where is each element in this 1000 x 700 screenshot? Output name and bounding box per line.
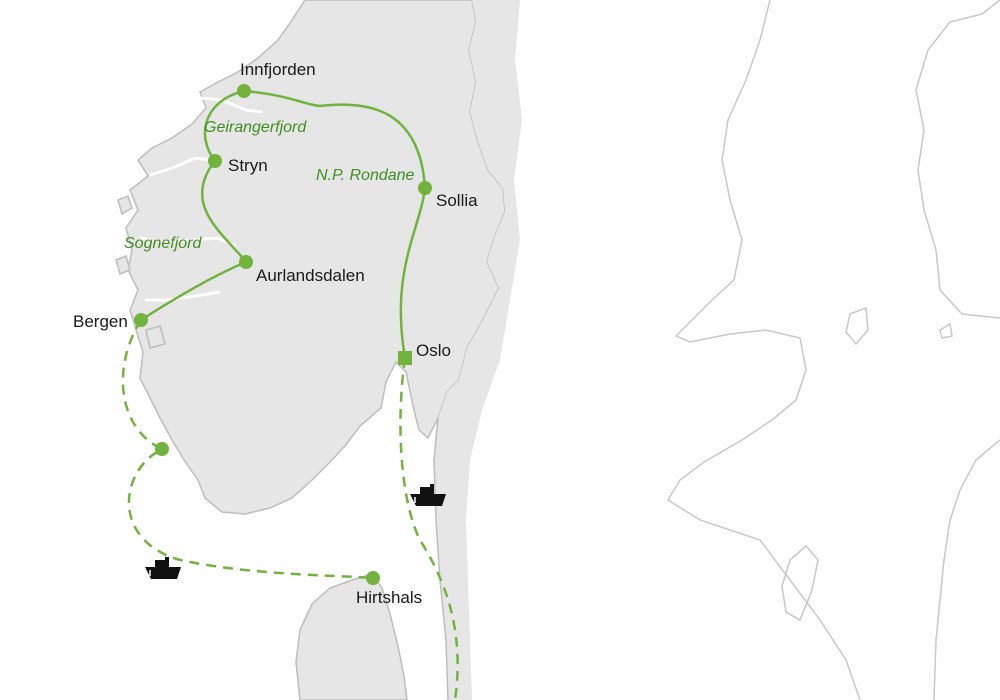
route-ferry-east <box>399 357 459 700</box>
marker-aurlandsdalen <box>239 255 253 269</box>
label-aurlandsdalen: Aurlandsdalen <box>256 266 365 285</box>
small-island <box>939 322 953 339</box>
label-sollia: Sollia <box>436 191 478 210</box>
label-oslo: Oslo <box>416 341 451 360</box>
sweden-coastline <box>433 417 449 700</box>
label-stryn: Stryn <box>228 156 268 175</box>
fjord-line <box>145 290 221 302</box>
estonia-coast <box>933 439 1000 700</box>
aland-island <box>845 306 869 346</box>
marker-sollia <box>418 181 432 195</box>
label-bergen: Bergen <box>73 312 128 331</box>
coastal-island <box>117 195 133 216</box>
marker-bergen <box>134 313 148 327</box>
fjord-line <box>149 156 213 177</box>
marker-hirtshals <box>366 571 380 585</box>
label-geirangerfjord: Geirangerfjord <box>204 119 307 136</box>
label-sognefjord: Sognefjord <box>124 235 202 252</box>
marker-south-stop <box>155 442 169 456</box>
coastal-island <box>115 254 131 276</box>
label-rondane: N.P. Rondane <box>316 167 415 184</box>
ship-icon <box>145 557 181 579</box>
finland-coast <box>915 0 1000 319</box>
label-hirtshals: Hirtshals <box>356 588 422 607</box>
marker-oslo <box>398 351 412 365</box>
ship-icon <box>410 484 446 506</box>
sweden-coast-fill <box>434 0 522 700</box>
marker-stryn <box>208 154 222 168</box>
fjord-line <box>390 371 402 431</box>
coastal-island <box>145 325 166 349</box>
fjord-line <box>199 96 263 114</box>
fjord-line <box>139 236 237 248</box>
label-innfjorden: Innfjorden <box>240 60 316 79</box>
marker-innfjorden <box>237 84 251 98</box>
gotland-island <box>781 544 819 622</box>
gulf-of-bothnia-coast <box>666 0 861 700</box>
